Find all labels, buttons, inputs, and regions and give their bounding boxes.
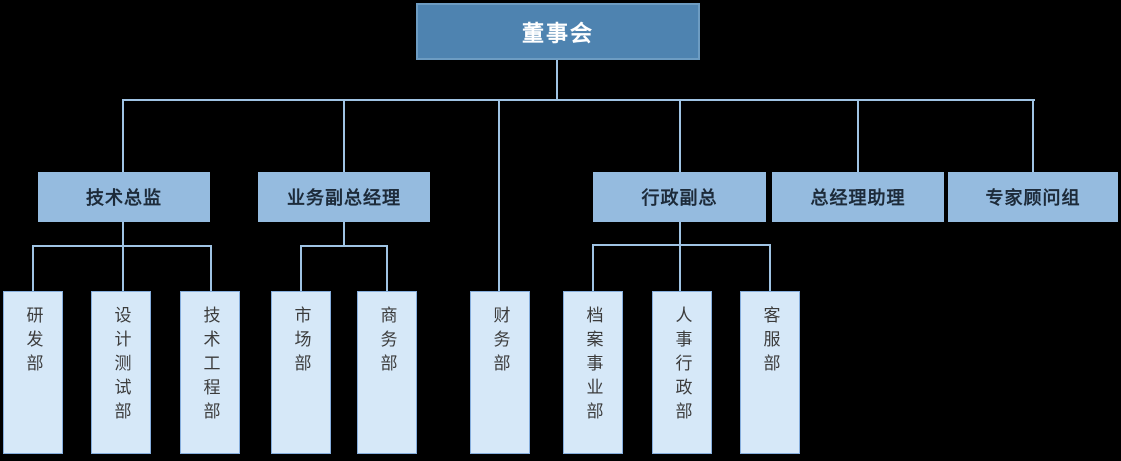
node-commerce-dept: 商务部 [357, 291, 417, 454]
node-design-test-dept-label: 设计测试部 [111, 306, 131, 426]
node-customer-service-dept-label: 客服部 [760, 306, 780, 378]
connector-drop-service [769, 245, 771, 291]
connector-drop-tech [122, 100, 124, 172]
connector-main-horizontal [122, 99, 1035, 101]
node-expert-advisors-label: 专家顾问组 [985, 188, 1081, 208]
connector-business-horizontal [300, 245, 388, 247]
connector-business-vertical [343, 222, 345, 246]
connector-drop-experts [1032, 100, 1034, 172]
node-tech-engineering-dept: 技术工程部 [180, 291, 240, 454]
node-business-deputy-gm-label: 业务副总经理 [287, 188, 401, 208]
node-hr-admin-dept-label: 人事行政部 [672, 306, 692, 426]
node-gm-assistant: 总经理助理 [772, 172, 944, 222]
node-expert-advisors: 专家顾问组 [948, 172, 1118, 222]
node-tech-engineering-dept-label: 技术工程部 [200, 306, 220, 426]
connector-drop-assistant [857, 100, 859, 172]
connector-tech-horizontal [32, 245, 212, 247]
connector-tech-vertical [122, 222, 124, 291]
connector-drop-finance [498, 100, 500, 291]
node-hr-admin-dept: 人事行政部 [652, 291, 712, 454]
connector-admin-horizontal [592, 244, 771, 246]
connector-drop-engineering [210, 246, 212, 291]
node-commerce-dept-label: 商务部 [377, 306, 397, 378]
connector-drop-marketing [300, 246, 302, 291]
node-rd-dept-label: 研发部 [23, 306, 43, 378]
connector-admin-vertical [679, 222, 681, 291]
node-board-label: 董事会 [521, 20, 594, 46]
node-gm-assistant-label: 总经理助理 [810, 188, 906, 208]
node-tech-director-label: 技术总监 [86, 188, 162, 208]
node-marketing-dept-label: 市场部 [291, 306, 311, 378]
node-rd-dept: 研发部 [3, 291, 63, 454]
node-marketing-dept: 市场部 [271, 291, 331, 454]
connector-drop-admin [679, 100, 681, 172]
node-admin-deputy: 行政副总 [593, 172, 766, 222]
node-tech-director: 技术总监 [38, 172, 210, 222]
connector-drop-commerce [386, 246, 388, 291]
connector-drop-business [343, 100, 345, 172]
node-design-test-dept: 设计测试部 [91, 291, 151, 454]
connector-drop-rd [32, 246, 34, 291]
connector-drop-archives [592, 245, 594, 291]
node-archives-dept-label: 档案事业部 [583, 306, 603, 426]
node-archives-dept: 档案事业部 [563, 291, 623, 454]
node-finance-dept: 财务部 [470, 291, 530, 454]
connector-root-drop [556, 60, 558, 100]
node-finance-dept-label: 财务部 [490, 306, 510, 378]
node-customer-service-dept: 客服部 [740, 291, 800, 454]
node-business-deputy-gm: 业务副总经理 [258, 172, 430, 222]
node-admin-deputy-label: 行政副总 [641, 188, 718, 208]
node-board: 董事会 [416, 3, 700, 60]
